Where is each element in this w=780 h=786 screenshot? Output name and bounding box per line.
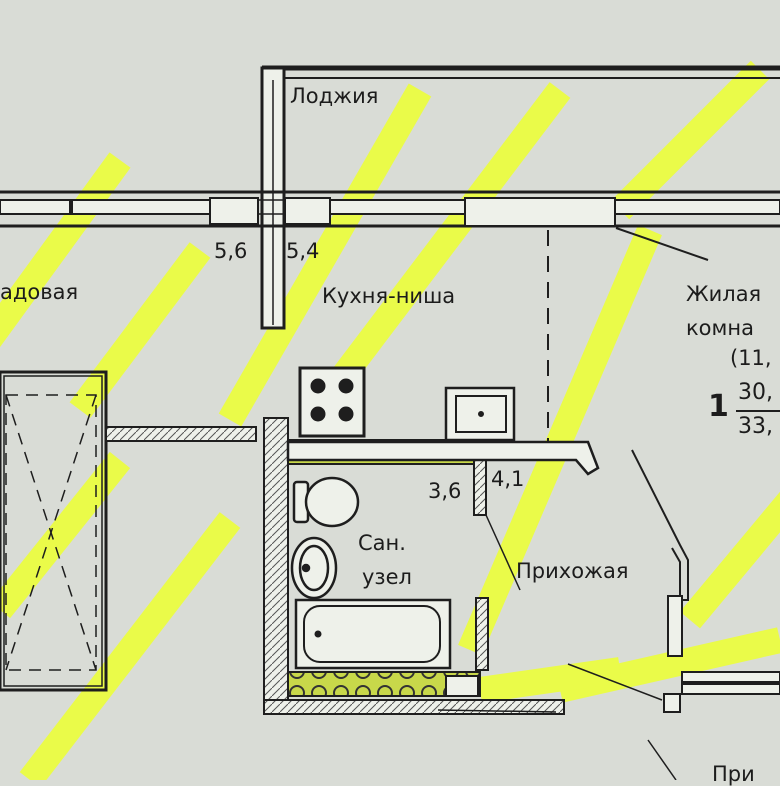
kitchen-counter	[286, 440, 600, 476]
dimension-label-5-4: 5,4	[286, 239, 320, 263]
highlight-stripes	[0, 60, 780, 780]
room-label-bottom-partial: При	[712, 762, 755, 786]
room-label-bathroom-line1: Сан.	[358, 531, 406, 555]
toilet-icon	[292, 476, 360, 528]
room-label-living-line1: Жилая	[686, 282, 762, 306]
sink-icon	[444, 386, 516, 442]
room-label-hallway: Прихожая	[516, 559, 629, 583]
dimension-label-4-1: 4,1	[491, 467, 525, 491]
room-label-storage: адовая	[0, 280, 79, 304]
door-swing-icon	[437, 709, 557, 713]
dimension-label-5-6: 5,6	[214, 239, 248, 263]
room-label-bathroom-line2: узел	[362, 565, 412, 589]
room-label-living-line2: комна	[686, 316, 754, 340]
hallway-walls	[445, 449, 780, 780]
room-label-kitchen-niche: Кухня-ниша	[322, 284, 456, 308]
loggia-walls	[260, 65, 780, 330]
dimension-label-3-6: 3,6	[428, 479, 462, 503]
exterior-wall	[0, 190, 780, 261]
apartment-area-bottom: 33,	[738, 414, 773, 439]
stove-icon	[298, 366, 366, 438]
room-label-loggia: Лоджия	[290, 84, 379, 108]
bathtub-icon	[294, 598, 452, 670]
apartment-area-top: 30,	[738, 380, 773, 405]
washbasin-icon	[290, 536, 338, 600]
room-label-living-area: (11,	[730, 346, 772, 370]
apartment-rooms-count: 1	[708, 389, 729, 424]
fraction-line	[736, 410, 780, 412]
storage-room	[0, 370, 257, 692]
